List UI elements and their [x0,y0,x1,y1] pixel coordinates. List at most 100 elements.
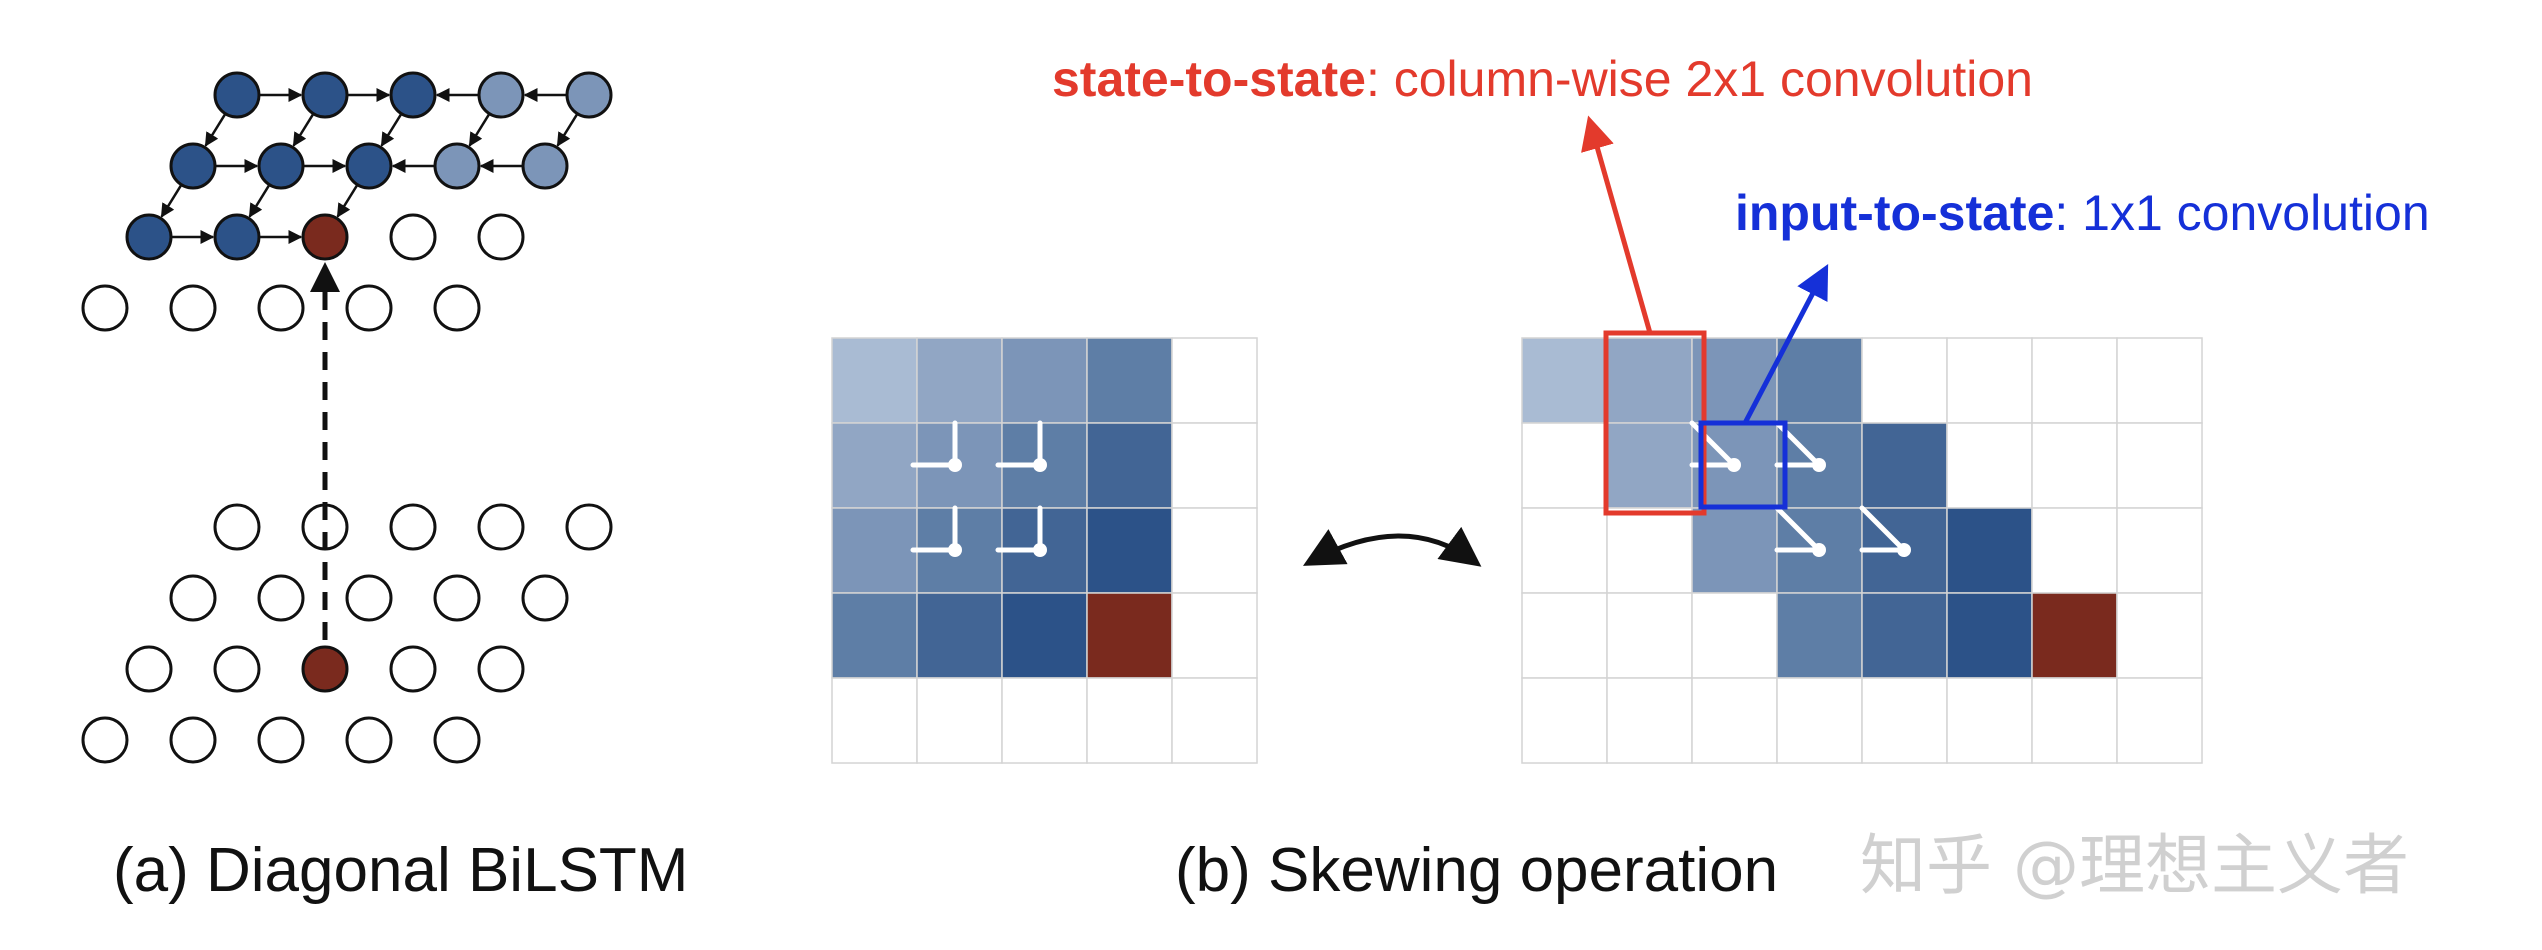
lower-node-1-4 [521,574,569,622]
skewed-grid-cell-3-3 [1776,592,1863,679]
upper-node-0-0 [213,71,261,119]
right-grid-dependency-dots [1727,458,1911,557]
skewed-grid-cell-1-1 [1606,422,1693,509]
upper-node-1-4 [521,142,569,190]
lower-node-1-2 [345,574,393,622]
lower-node-0-3 [477,503,525,551]
input-grid-cell-0-4 [1171,337,1258,424]
upper-node-1-1 [257,142,305,190]
skew-transform-arrow [1302,526,1482,567]
upper-node-3-3 [345,284,393,332]
skewed-grid-cell-0-6 [2031,337,2118,424]
skewed-grid-cell-2-7 [2116,507,2203,594]
skewed-grid-cell-4-6 [2031,677,2118,764]
lower-node-lattice [81,503,613,764]
skewed-grid-cell-3-7 [2116,592,2203,679]
skewed-grid-cell-1-5 [1946,422,2033,509]
state-to-state-annotation: state-to-state: column-wise 2x1 convolut… [1052,50,2033,108]
upper-node-1-3 [433,142,481,190]
skewed-grid-cell-4-7 [2116,677,2203,764]
skewed-grid-cell-4-3 [1776,677,1863,764]
skewed-grid-cell-1-6 [2031,422,2118,509]
skewed-grid-cell-3-6 [2031,592,2118,679]
upper-node-2-0 [125,213,173,261]
input-grid-cell-0-1 [916,337,1003,424]
upper-node-2-4 [477,213,525,261]
lower-node-1-1 [257,574,305,622]
input-grid-cell-1-0 [831,422,918,509]
lower-node-1-3 [433,574,481,622]
input-grid-cell-3-2 [1001,592,1088,679]
input-to-state-annotation: input-to-state: 1x1 convolution [1735,184,2430,242]
input-grid-cell-3-1 [916,592,1003,679]
watermark: 知乎 @理想主义者 [1860,827,2409,904]
input-grid-cell-3-3 [1086,592,1173,679]
left-grid-dependency-dots [948,458,1047,557]
state-to-state-description: : column-wise 2x1 convolution [1365,51,2033,107]
lower-node-0-0 [213,503,261,551]
skewed-grid-cell-1-4 [1861,422,1948,509]
upper-node-0-3 [477,71,525,119]
lower-node-3-4 [433,716,481,764]
skewed-grid-cell-4-4 [1861,677,1948,764]
skewed-grid-cell-3-4 [1861,592,1948,679]
lower-node-2-0 [125,645,173,693]
state-to-state-term: state-to-state [1052,51,1366,107]
input-grid-cell-2-4 [1171,507,1258,594]
skewed-grid-cell-0-4 [1861,337,1948,424]
upper-node-2-2 [301,213,349,261]
lower-node-3-3 [345,716,393,764]
skewed-grid-cell-3-2 [1691,592,1778,679]
skewed-grid-cell-0-3 [1776,337,1863,424]
input-grid-cell-0-2 [1001,337,1088,424]
lower-node-2-4 [477,645,525,693]
skewed-grid-cell-3-1 [1606,592,1693,679]
input-grid-cell-0-0 [831,337,918,424]
input-to-state-term: input-to-state [1735,185,2055,241]
lower-node-2-2 [301,645,349,693]
skewed-grid-cell-2-5 [1946,507,2033,594]
input-grid-cell-3-4 [1171,592,1258,679]
upper-node-3-0 [81,284,129,332]
upper-node-0-1 [301,71,349,119]
lower-node-2-3 [389,645,437,693]
caption-a: (a) Diagonal BiLSTM [113,836,689,905]
upper-node-1-2 [345,142,393,190]
input-grid-cell-1-3 [1086,422,1173,509]
skewed-grid-cell-3-5 [1946,592,2033,679]
lower-node-0-4 [565,503,613,551]
input-grid-cell-1-4 [1171,422,1258,509]
upper-node-3-4 [433,284,481,332]
upper-node-lattice [81,71,613,332]
upper-node-2-1 [213,213,261,261]
skewed-grid-cell-2-1 [1606,507,1693,594]
upper-node-2-3 [389,213,437,261]
skewed-grid-cell-4-0 [1521,677,1608,764]
skewed-grid-cell-0-1 [1606,337,1693,424]
input-grid-cell-2-0 [831,507,918,594]
input-grid-cell-4-1 [916,677,1003,764]
skewed-grid-cell-1-0 [1521,422,1608,509]
skewed-grid-cell-3-0 [1521,592,1608,679]
input-to-state-description: : 1x1 convolution [2054,185,2430,241]
skewed-grid-cell-2-0 [1521,507,1608,594]
upper-node-3-2 [257,284,305,332]
lower-node-3-0 [81,716,129,764]
upper-node-0-4 [565,71,613,119]
upper-node-1-0 [169,142,217,190]
lower-node-3-1 [169,716,217,764]
lower-node-3-2 [257,716,305,764]
skewed-grid-cell-4-1 [1606,677,1693,764]
skewed-grid-cell-2-6 [2031,507,2118,594]
caption-b: (b) Skewing operation [1175,836,1779,905]
lower-node-1-0 [169,574,217,622]
input-to-state-pointer [1742,263,1829,425]
skewed-grid-cell-0-7 [2116,337,2203,424]
input-grid-cell-2-3 [1086,507,1173,594]
upper-arrows [160,88,579,244]
skewed-grid-cell-1-7 [2116,422,2203,509]
skewed-grid-cell-4-2 [1691,677,1778,764]
skewed-grid-cell-4-5 [1946,677,2033,764]
skewed-grid-cell-0-5 [1946,337,2033,424]
